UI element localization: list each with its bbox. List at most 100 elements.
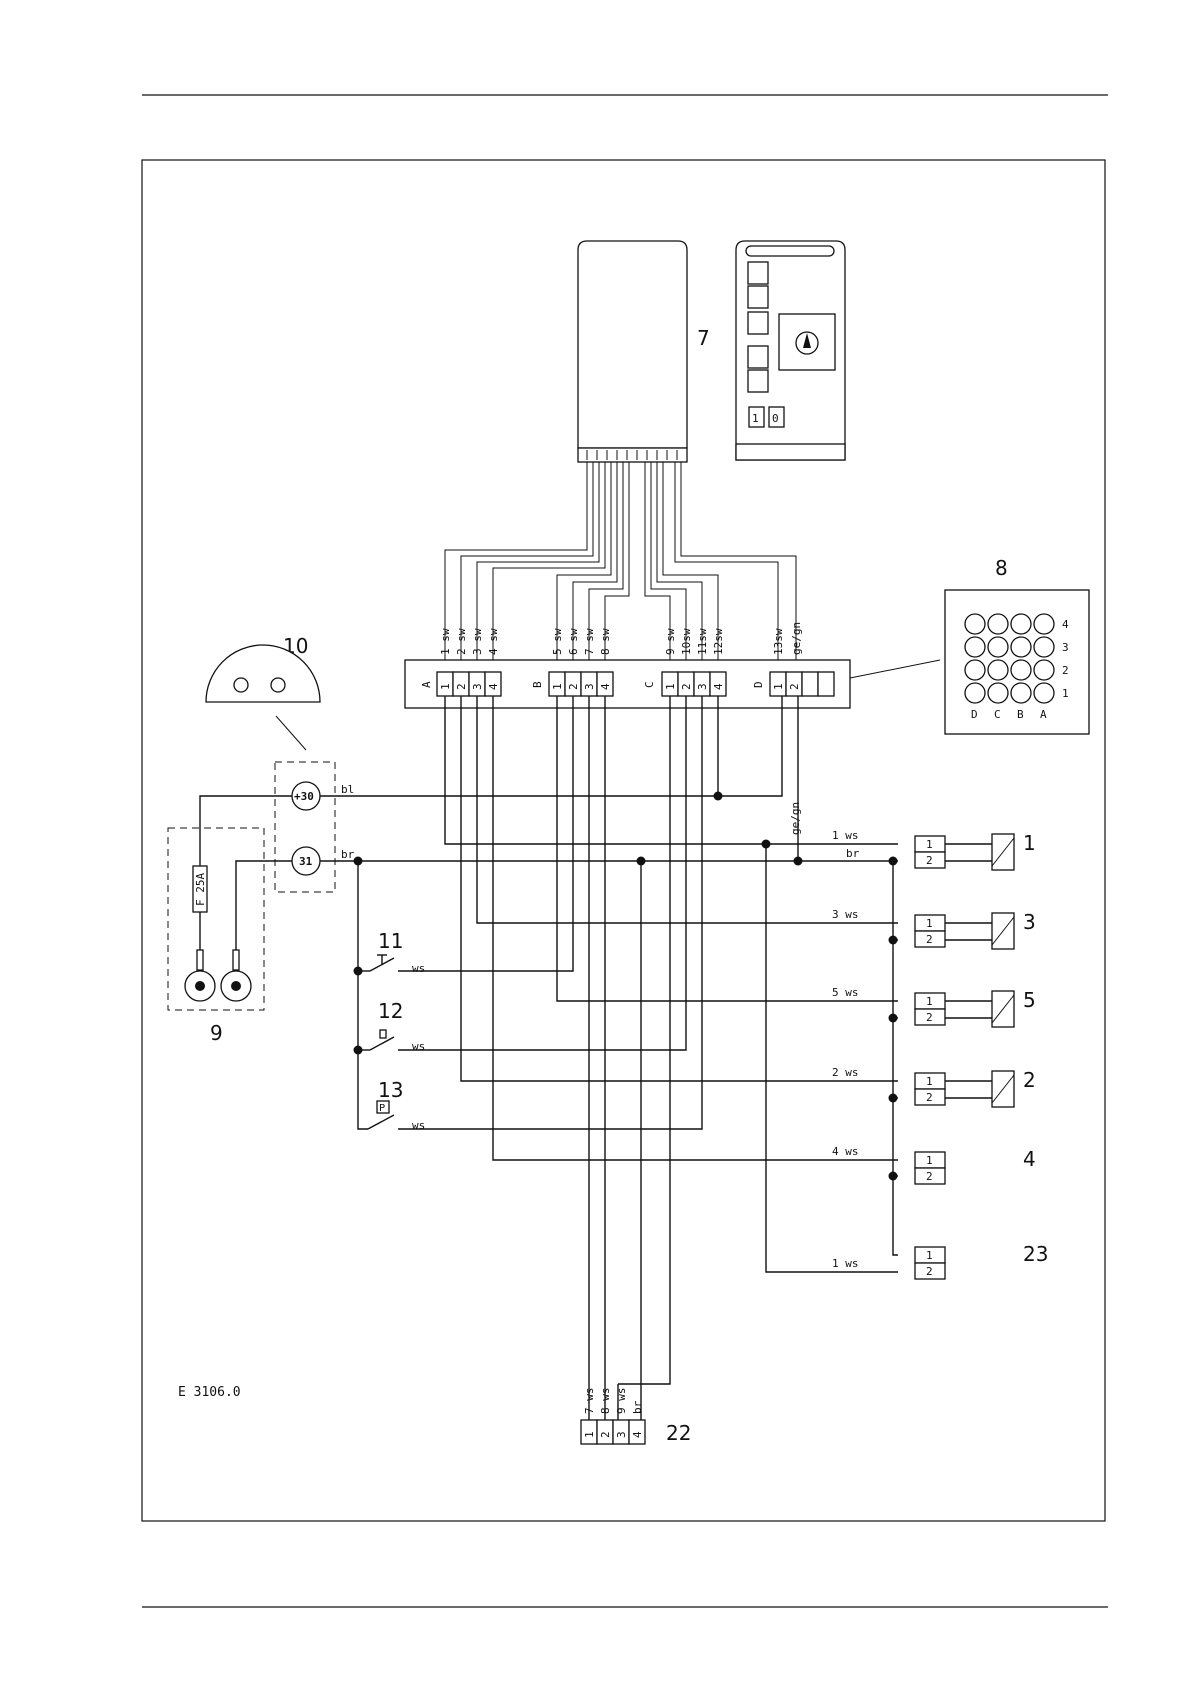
wire-label: 7 sw <box>583 628 596 655</box>
pin-B2: 2 <box>567 683 580 690</box>
pin-D1: 1 <box>772 683 785 690</box>
wire-label: 10sw <box>680 628 693 655</box>
grid-col-A: A <box>1040 708 1047 721</box>
label-23: 23 <box>1023 1242 1048 1266</box>
wire-bl: bl <box>341 783 354 796</box>
plug22-pin3: 3 <box>615 1431 628 1438</box>
plug22-pin1: 1 <box>583 1431 596 1438</box>
wire-label-4ws: 4 ws <box>832 1145 859 1158</box>
grid-row-1: 1 <box>1062 687 1069 700</box>
label-22: 22 <box>666 1421 691 1445</box>
pin-B4: 4 <box>599 683 612 690</box>
wire-label: 13sw <box>772 628 785 655</box>
plug-pin: 2 <box>926 1265 933 1278</box>
grid-row-4: 4 <box>1062 618 1069 631</box>
wire-label-3ws: 3 ws <box>832 908 859 921</box>
switch-11 <box>370 955 394 971</box>
grid-col-B: B <box>1017 708 1024 721</box>
pin-C4: 4 <box>712 683 725 690</box>
pin-A1: 1 <box>439 683 452 690</box>
grid-col-D: D <box>971 708 978 721</box>
pin-B3: 3 <box>583 683 596 690</box>
grid-row-2: 2 <box>1062 664 1069 677</box>
grid-col-C: C <box>994 708 1001 721</box>
label-3: 3 <box>1023 910 1036 934</box>
switch-12 <box>370 1030 394 1050</box>
wire-label: 6 sw <box>567 628 580 655</box>
label-9: 9 <box>210 1021 223 1045</box>
pin-A4: 4 <box>487 683 500 690</box>
wire-label: 8 sw <box>599 628 612 655</box>
plug-pin: 1 <box>926 1154 933 1167</box>
group-A: A <box>420 681 433 688</box>
pin-C2: 2 <box>680 683 693 690</box>
group-B: B <box>531 681 544 688</box>
plug-pin: 2 <box>926 854 933 867</box>
wire-ws-12: ws <box>412 1040 425 1053</box>
wire-label: 4 sw <box>487 628 500 655</box>
wire-label: 11sw <box>696 628 709 655</box>
label-5: 5 <box>1023 988 1036 1012</box>
label-12: 12 <box>378 999 403 1023</box>
pin-C3: 3 <box>696 683 709 690</box>
fuse-label: F 25A <box>194 873 207 906</box>
wire-br: br <box>341 848 355 861</box>
wire-label: ge/gn <box>790 622 803 655</box>
panel-button-1: 1 <box>752 412 759 425</box>
plug22-label: 9 ws <box>615 1388 628 1415</box>
wire-label-2ws: 2 ws <box>832 1066 859 1079</box>
plug-pin: 1 <box>926 917 933 930</box>
plug-pin: 1 <box>926 838 933 851</box>
plug-pin: 2 <box>926 1170 933 1183</box>
plug-pin: 2 <box>926 933 933 946</box>
wire-label-1ws: 1 ws <box>832 829 859 842</box>
label-8: 8 <box>995 556 1008 580</box>
wire-label: 1 sw <box>439 628 452 655</box>
pin-A3: 3 <box>471 683 484 690</box>
wire-label: 2 sw <box>455 628 468 655</box>
terminal-31-label: 31 <box>299 855 313 868</box>
drawing-code: E 3106.0 <box>178 1385 241 1400</box>
wire-label-1ws-b: 1 ws <box>832 1257 859 1270</box>
panel-button-0: 0 <box>772 412 779 425</box>
main-wiring <box>320 696 898 1420</box>
junctions <box>354 792 898 1181</box>
plug-pin: 1 <box>926 1249 933 1262</box>
control-unit-7 <box>578 241 845 462</box>
wire-label-5ws: 5 ws <box>832 986 859 999</box>
svg-text:P: P <box>379 1103 385 1114</box>
plug-pin: 2 <box>926 1011 933 1024</box>
plug22-pin4: 4 <box>631 1431 644 1438</box>
leader-8 <box>850 660 940 678</box>
wire-ws-13: ws <box>412 1119 425 1132</box>
label-7: 7 <box>697 326 710 350</box>
group-D: D <box>752 681 765 688</box>
wire-label-br: br <box>846 847 860 860</box>
wire-label: 3 sw <box>471 628 484 655</box>
label-2: 2 <box>1023 1068 1036 1092</box>
pin-B1: 1 <box>551 683 564 690</box>
wire-label: 12sw <box>712 628 725 655</box>
plug-pin: 2 <box>926 1091 933 1104</box>
pin-C1: 1 <box>664 683 677 690</box>
plug-pin: 1 <box>926 1075 933 1088</box>
wire-label: 5 sw <box>551 628 564 655</box>
plug22-label: 7 ws <box>583 1388 596 1415</box>
group-C: C <box>643 681 656 688</box>
leader-10 <box>276 716 306 750</box>
pin-D2: 2 <box>788 683 801 690</box>
plug22-pin2: 2 <box>599 1431 612 1438</box>
plug-pin: 1 <box>926 995 933 1008</box>
wire-ge-gn: ge/gn <box>789 802 802 835</box>
grid-row-3: 3 <box>1062 641 1069 654</box>
wire-label: 9 sw <box>664 628 677 655</box>
switch-13: P <box>368 1101 394 1129</box>
label-11: 11 <box>378 929 403 953</box>
pin-A2: 2 <box>455 683 468 690</box>
terminal-plus30-label: +30 <box>294 790 314 803</box>
wire-ws-11: ws <box>412 962 425 975</box>
label-13: 13 <box>378 1078 403 1102</box>
plug22-label: br <box>631 1400 644 1414</box>
label-4: 4 <box>1023 1147 1036 1171</box>
